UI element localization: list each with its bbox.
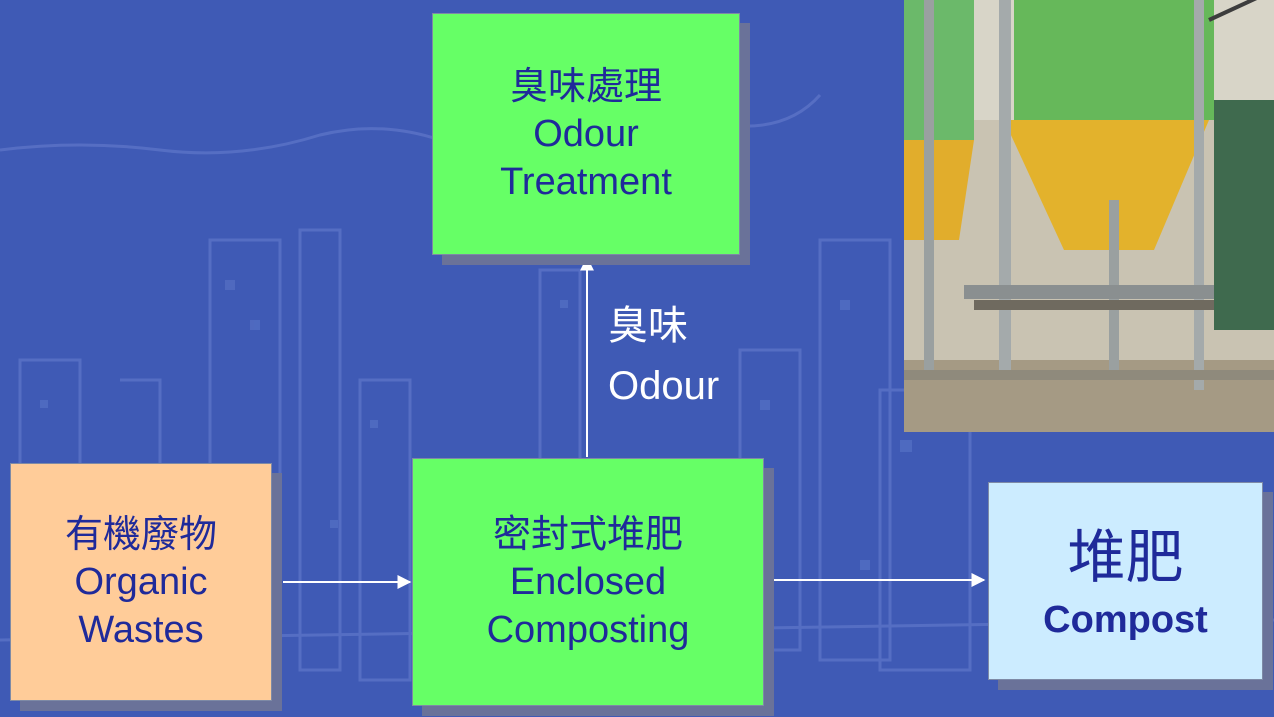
node-compost-zh: 堆肥 [1067,522,1184,591]
node-odour-treatment: 臭味處理 Odour Treatment [432,13,740,255]
node-enclosed-composting-zh: 密封式堆肥 [492,511,683,556]
edge-label-odour-en: Odour [608,364,720,408]
composting-silos-photo [904,0,1274,432]
node-organic-wastes-en-line2: Wastes [78,609,204,652]
node-organic-wastes-en-line1: Organic [74,560,208,603]
node-enclosed-composting-en-line2: Composting [486,609,690,652]
edge-label-odour-zh: 臭味 [608,303,688,349]
node-compost: 堆肥 Compost [988,482,1263,680]
node-compost-en: Compost [1043,599,1208,642]
node-organic-wastes: 有機廢物 Organic Wastes [10,463,272,701]
edge-label-odour: 臭味 Odour [608,296,719,416]
node-enclosed-composting: 密封式堆肥 Enclosed Composting [412,458,764,706]
node-odour-treatment-en-line2: Treatment [500,161,672,204]
node-enclosed-composting-en-line1: Enclosed [509,560,667,603]
node-odour-treatment-zh: 臭味處理 [509,63,662,108]
node-organic-wastes-zh: 有機廢物 [64,511,217,556]
node-odour-treatment-en-line1: Odour [533,112,639,155]
